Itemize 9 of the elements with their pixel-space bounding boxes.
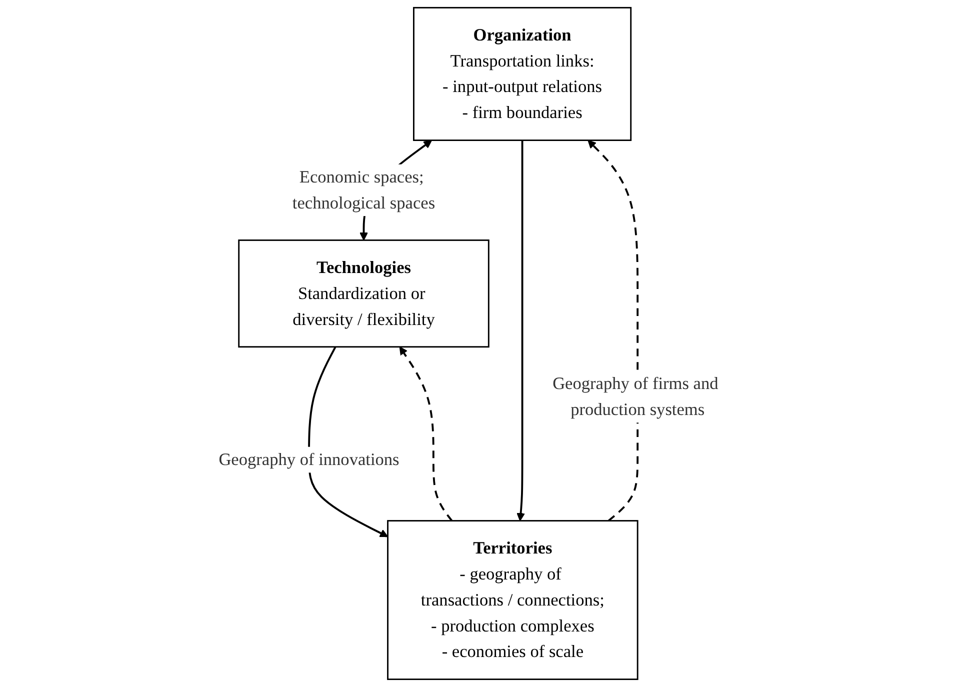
node-box: Territories - geography of transactions / connections; - production complexes - economies of scale xyxy=(387,520,639,680)
edge-label: Geography of innovations xyxy=(219,450,400,469)
node-box: Technologies Standardization or diversity / flexibility xyxy=(238,239,490,348)
arrow xyxy=(516,140,526,522)
edge-label: Geography of firms and production systems xyxy=(552,374,719,419)
arrow xyxy=(400,346,453,522)
node-box: Organization Transportation links: - input-output relations - firm boundaries xyxy=(413,6,632,141)
arrow xyxy=(308,346,388,538)
edge-label: Economic spaces; technological spaces xyxy=(292,167,436,212)
